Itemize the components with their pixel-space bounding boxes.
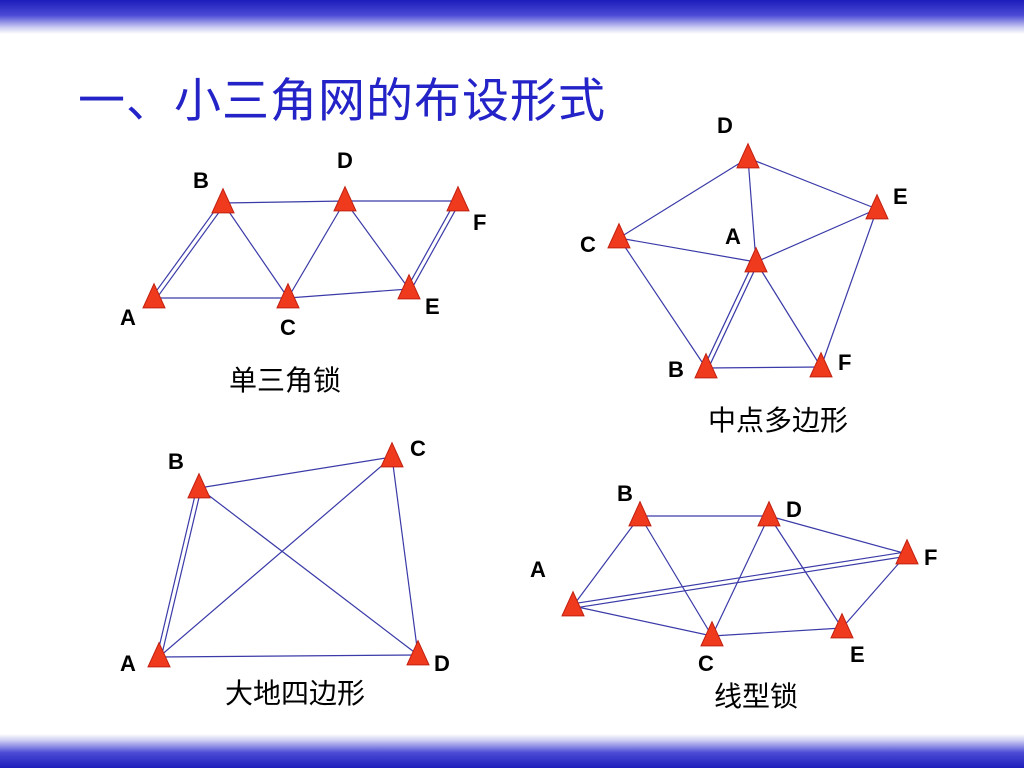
edge-CE xyxy=(287,288,410,299)
diagram-central-polygon: A B C D E F 中点多边形 xyxy=(580,113,908,437)
edge-BC xyxy=(639,515,713,637)
edge-CE xyxy=(711,627,843,637)
edge-CD xyxy=(391,456,419,656)
station-marker-E xyxy=(830,612,854,639)
station-marker-E xyxy=(865,193,889,220)
station-label-A: A xyxy=(120,305,136,330)
edge-DF xyxy=(768,515,908,555)
station-label-F: F xyxy=(838,350,851,375)
station-marker-D xyxy=(406,639,430,666)
edge-DE xyxy=(344,200,410,290)
edge-AE xyxy=(755,208,878,263)
station-label-E: E xyxy=(850,642,865,667)
edge-BF xyxy=(705,366,822,369)
station-label-C: C xyxy=(410,436,426,461)
baseline-AB-a xyxy=(160,488,202,658)
station-label-C: C xyxy=(580,232,596,257)
slide-title: 一、小三角网的布设形式 xyxy=(78,74,606,129)
station-label-A: A xyxy=(120,651,136,676)
station-marker-B xyxy=(211,187,235,214)
top-gradient-band xyxy=(0,0,1024,34)
edge-BD xyxy=(198,487,419,656)
station-marker-C xyxy=(607,222,631,249)
station-marker-B xyxy=(187,472,211,499)
station-marker-B xyxy=(628,500,652,527)
baseline-EF-a xyxy=(410,201,461,291)
station-marker-A xyxy=(744,246,768,273)
station-label-C: C xyxy=(280,315,296,340)
edge-BC xyxy=(222,202,289,299)
station-marker-C xyxy=(380,441,404,468)
edge-AB xyxy=(572,515,641,607)
edge-CB xyxy=(618,237,707,369)
baseline-EF-b xyxy=(406,199,457,289)
edge-AC xyxy=(158,456,393,658)
station-label-B: B xyxy=(168,449,184,474)
station-marker-C xyxy=(700,620,724,647)
station-label-B: B xyxy=(668,357,684,382)
station-label-E: E xyxy=(425,294,440,319)
diagram-linear-chain: A B C D E F 线型锁 xyxy=(530,481,937,713)
edge-CD xyxy=(711,515,770,637)
edge-DA xyxy=(158,654,419,658)
station-label-C: C xyxy=(698,651,714,676)
diagram-caption: 大地四边形 xyxy=(225,677,365,710)
station-marker-F xyxy=(446,185,470,212)
baseline-AB-b xyxy=(707,262,759,370)
station-marker-A xyxy=(147,641,171,668)
station-label-B: B xyxy=(617,481,633,506)
station-label-A: A xyxy=(725,224,741,249)
baseline-AB-a xyxy=(155,203,226,300)
station-marker-D xyxy=(736,142,760,169)
station-label-F: F xyxy=(473,210,486,235)
diagram-single-chain: A B C D E F 单三角锁 xyxy=(120,148,486,397)
station-label-D: D xyxy=(434,651,450,676)
baseline-AF-a xyxy=(573,555,908,609)
station-marker-D xyxy=(757,500,781,527)
station-marker-C xyxy=(276,282,300,309)
station-marker-B xyxy=(694,352,718,379)
diagram-caption: 单三角锁 xyxy=(229,364,341,397)
edge-AC xyxy=(618,237,757,263)
baseline-AF-b xyxy=(572,551,907,605)
edge-EF xyxy=(841,553,908,629)
diagram-caption: 中点多边形 xyxy=(708,404,848,437)
station-label-E: E xyxy=(893,184,908,209)
station-marker-F xyxy=(895,538,919,565)
edge-BC xyxy=(198,456,393,489)
edge-AD xyxy=(747,157,757,263)
edge-CD xyxy=(287,200,346,299)
edge-DC xyxy=(618,157,749,239)
station-marker-A xyxy=(561,590,585,617)
station-marker-D xyxy=(333,185,357,212)
edge-ED xyxy=(747,157,878,210)
station-label-D: D xyxy=(786,497,802,522)
edge-AC xyxy=(572,605,713,637)
station-label-A: A xyxy=(530,557,546,582)
edge-FE xyxy=(820,208,878,368)
station-label-D: D xyxy=(337,148,353,173)
baseline-AB-b xyxy=(156,487,198,657)
station-marker-F xyxy=(809,351,833,378)
station-label-B: B xyxy=(193,168,209,193)
baseline-AB-a xyxy=(703,260,755,368)
station-marker-A xyxy=(142,282,166,309)
bottom-gradient-band xyxy=(0,734,1024,768)
edge-AF xyxy=(755,261,822,368)
edge-BD xyxy=(222,200,346,204)
diagram-quadrilateral: A B C D 大地四边形 xyxy=(120,436,450,710)
station-label-F: F xyxy=(924,545,937,570)
station-marker-E xyxy=(397,273,421,300)
diagram-caption: 线型锁 xyxy=(714,680,798,713)
baseline-AB-b xyxy=(151,201,222,298)
station-label-D: D xyxy=(717,113,733,138)
